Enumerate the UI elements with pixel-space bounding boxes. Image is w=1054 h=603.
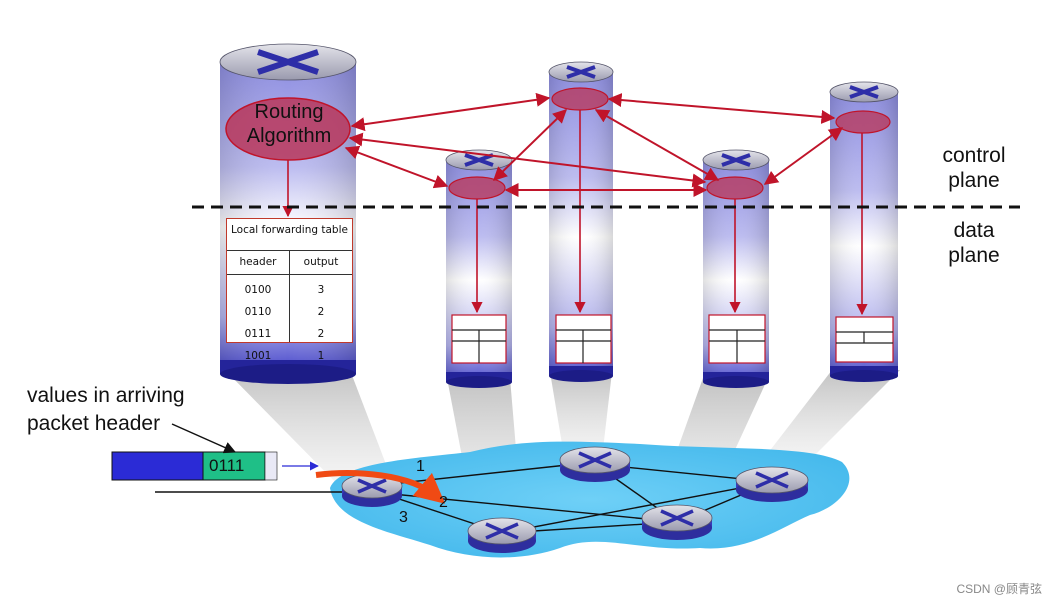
control-plane-arrows — [344, 92, 844, 197]
control-plane-label: control plane — [930, 143, 1018, 193]
beam-left — [225, 370, 392, 492]
port-label-2: 2 — [439, 494, 448, 511]
forwarding-table-header-col: header — [227, 251, 290, 274]
control-plane-line-1: control — [942, 144, 1006, 167]
link-b-e — [501, 481, 773, 534]
table-cell: 1001 — [244, 350, 272, 362]
column-4-agent — [706, 176, 764, 200]
network-routers — [341, 446, 809, 553]
router-d — [641, 504, 713, 540]
forwarding-table-body: 0100 0110 0111 1001 3 2 2 1 — [227, 275, 352, 362]
pointer-arrow — [171, 423, 237, 454]
control-plane-line-2: plane — [948, 169, 1000, 192]
router-d-icon — [660, 509, 694, 527]
table-cell: 3 — [317, 284, 325, 296]
router-b-icon — [485, 522, 519, 540]
mini-tables — [451, 314, 894, 364]
ctrl-arrow-main-3 — [350, 92, 551, 132]
mini-table-2 — [451, 314, 507, 364]
column-5-agent — [835, 110, 891, 134]
beam-3 — [550, 372, 612, 462]
ctrl-arrow-3-2 — [492, 109, 568, 181]
table-cell: 0100 — [244, 284, 272, 296]
forwarding-table-output-values: 3 2 2 1 — [290, 275, 352, 362]
data-plane-label: data plane — [930, 218, 1018, 268]
router-a-icon — [357, 478, 387, 494]
forwarding-table-header-row: header output — [227, 251, 352, 275]
ctrl-arrow-3-4 — [594, 109, 720, 181]
router-e-icon — [755, 471, 789, 489]
table-cell: 0111 — [244, 328, 272, 340]
router-a — [341, 473, 403, 507]
column-3-router-icon — [566, 65, 596, 79]
ctrl-arrow-4-5 — [763, 127, 844, 185]
mini-table-3 — [555, 314, 612, 364]
ctrl-arrow-main-4 — [348, 132, 707, 188]
forwarding-path-arrow — [315, 470, 446, 504]
port-label-1: 1 — [416, 458, 425, 475]
column-3-agent — [551, 87, 609, 111]
arriving-header-label: values in arriving packet header — [27, 382, 185, 438]
local-forwarding-table: Local forwarding table header output 010… — [226, 218, 353, 362]
mini-table-4 — [708, 314, 766, 364]
beam-5 — [755, 370, 900, 470]
forwarding-table-header-values: 0100 0110 0111 1001 — [227, 275, 290, 362]
router-c-icon — [578, 451, 612, 469]
packet-body — [111, 451, 205, 481]
mini-table-5 — [835, 316, 894, 363]
routing-algorithm-line-2: Algorithm — [246, 125, 332, 147]
watermark-credit: CSDN @顾青弦 — [956, 582, 1042, 596]
table-cell: 2 — [317, 306, 325, 318]
column-2-agent — [448, 176, 506, 200]
packet-header-bits: 0111 — [209, 456, 245, 475]
arriving-header-line-1: values in arriving — [27, 384, 185, 407]
port-label-3: 3 — [399, 509, 408, 526]
table-cell: 1 — [317, 350, 325, 362]
table-cell: 0110 — [244, 306, 272, 318]
arriving-header-line-2: packet header — [27, 412, 161, 435]
packet-tail — [264, 451, 278, 481]
ctrl-arrow-main-2 — [344, 145, 449, 189]
router-b — [467, 517, 537, 553]
column-main-router-icon — [257, 49, 319, 75]
router-c — [559, 446, 631, 482]
ctrl-arrow-3-5 — [607, 93, 836, 124]
data-plane-line-1: data — [953, 219, 995, 242]
network-cloud — [330, 441, 850, 558]
packet — [111, 451, 319, 481]
router-e — [735, 466, 809, 502]
forwarding-table-title: Local forwarding table — [227, 219, 352, 251]
forwarding-table-output-col: output — [303, 256, 339, 268]
table-cell: 2 — [317, 328, 325, 340]
packet-header-field — [202, 451, 266, 481]
install-arrows — [282, 110, 868, 316]
column-5-router-icon — [849, 85, 879, 99]
routing-algorithm-label: Routing Algorithm — [226, 100, 352, 148]
data-plane-line-2: plane — [948, 244, 1000, 267]
routing-algorithm-line-1: Routing — [254, 101, 324, 123]
column-4-router-icon — [721, 153, 751, 167]
